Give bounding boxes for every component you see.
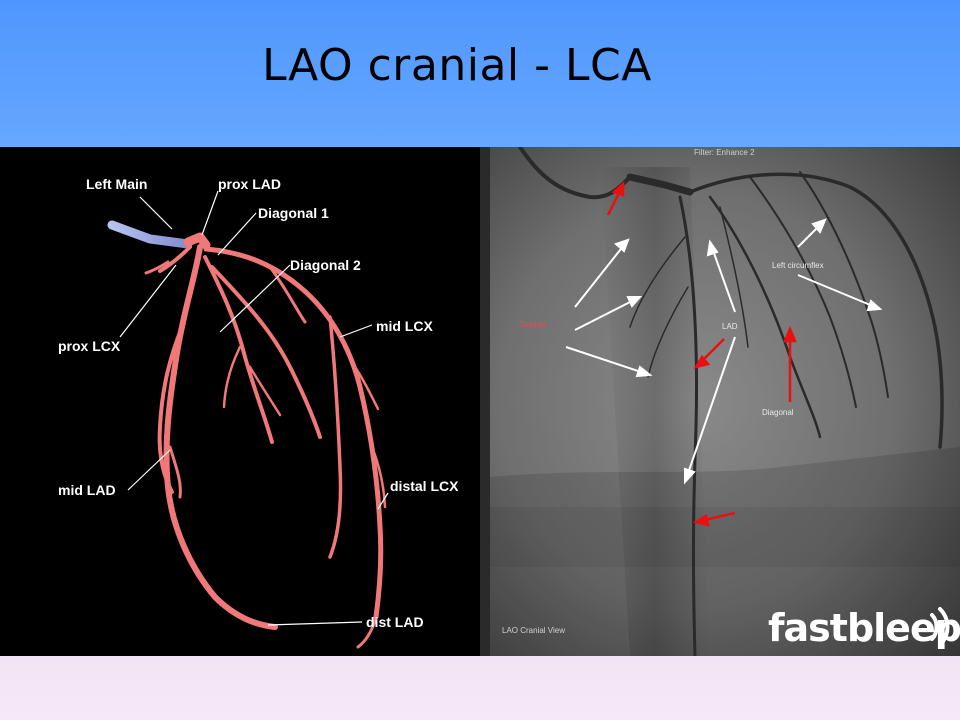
vessel-tree [144,232,387,649]
leader-diagonal-2 [219,264,291,333]
label-diagonal-1: Diagonal 1 [258,205,329,221]
angiogram-background [480,147,960,656]
lad-septal-vessel [168,445,182,499]
label-mid-lad: mid LAD [58,482,116,498]
label-distal-lcx: distal LCX [390,478,459,494]
branch-angio-3 [719,206,749,348]
angiogram-panel: Filter: Enhance 2 [480,147,960,656]
prox-lcx-vessel [158,245,192,273]
label-prox-lad: prox LAD [218,176,281,192]
arrowhead-lad-up [706,239,719,257]
label-dist-lad: dist LAD [366,614,424,630]
red-arrowhead-lad [693,354,711,369]
angiogram-border [480,147,490,656]
arrow-septal-1 [574,239,629,308]
marginal-branch-vessel [328,315,343,559]
spine-shadow [600,167,710,656]
leader-prox-lad [201,190,219,236]
label-septals: Septals [520,320,547,329]
diagonal-sub-branch-2-vessel [222,345,242,409]
red-arrowhead-left-main [611,181,625,197]
septal-angio-1 [629,236,686,328]
coronary-diagram: Left Main prox LAD Diagonal 1 Diagonal 2… [58,176,459,649]
septal-angio-2 [647,286,689,378]
arrowhead-lcx-right [866,299,883,312]
arrowhead-lcx-up [811,218,827,234]
arrowhead-lad-down [684,467,696,485]
leader-prox-lcx [119,264,177,338]
fastbleep-logo: fastbleep [768,606,960,650]
lad-branch-vessel [157,325,184,494]
diagonal-1-vessel [203,255,274,444]
red-arrowhead-distal [692,514,710,527]
leader-diagonal-1 [217,212,257,256]
left-main-angio [626,173,694,196]
label-left-main: Left Main [86,176,147,192]
red-arrowhead-diagonal [783,325,797,343]
left-main-vessel [183,232,211,250]
arrow-septal-3 [565,346,651,376]
label-prox-lcx: prox LCX [58,338,121,354]
filter-label: Filter: Enhance 2 [694,148,755,157]
obtuse-marginal-vessel [268,265,307,324]
lcx-small-branch-vessel [353,365,380,411]
arrow-lcx-right [797,274,881,310]
label-left-circumflex: Left circumflex [772,261,824,270]
label-diagonal-2: Diagonal 2 [290,257,361,273]
angiogram-image: Filter: Enhance 2 [480,147,960,656]
distal-lcx-tail-vessel [356,615,378,649]
leader-left-main [139,196,173,230]
red-arrows [606,181,797,527]
diagonal-2-vessel [210,265,322,439]
label-mid-lcx: mid LCX [376,318,433,334]
white-arrows [565,218,883,485]
arrow-septal-2 [574,296,641,331]
lcx-angio [688,172,944,449]
catheter-shape [107,220,193,249]
label-diagonal-angio: Diagonal [762,408,794,417]
label-lad-angio: LAD [722,322,738,331]
small-branch-vessel [144,260,170,275]
lcx-small-branch-2-vessel [370,445,387,509]
view-label: LAO Cranial View [502,626,565,635]
band-shadow [490,507,960,567]
arrow-lad-down [684,336,736,483]
leader-distal-lcx [377,492,389,510]
coronary-diagram-panel: Left Main prox LAD Diagonal 1 Diagonal 2… [0,147,480,656]
lad-vessel [163,244,278,630]
slide-title: LAO cranial - LCA [262,40,652,91]
lad-angio [678,195,699,656]
leader-mid-lcx [339,324,373,338]
leader-lines [119,190,389,626]
leader-dist-lad [267,621,363,626]
diagonal-angio [708,195,822,439]
leader-mid-lad [127,449,171,491]
arrowhead-septal-1 [614,238,630,253]
diagonal-sub-branch-vessel [248,365,282,417]
arrowhead-septal-3 [635,365,653,378]
footer-band [0,656,960,720]
sound-waves-icon [930,607,950,647]
diaphragm-shadow [490,447,960,656]
branch-angio-1 [749,176,857,408]
arrowhead-septal-2 [626,296,643,308]
